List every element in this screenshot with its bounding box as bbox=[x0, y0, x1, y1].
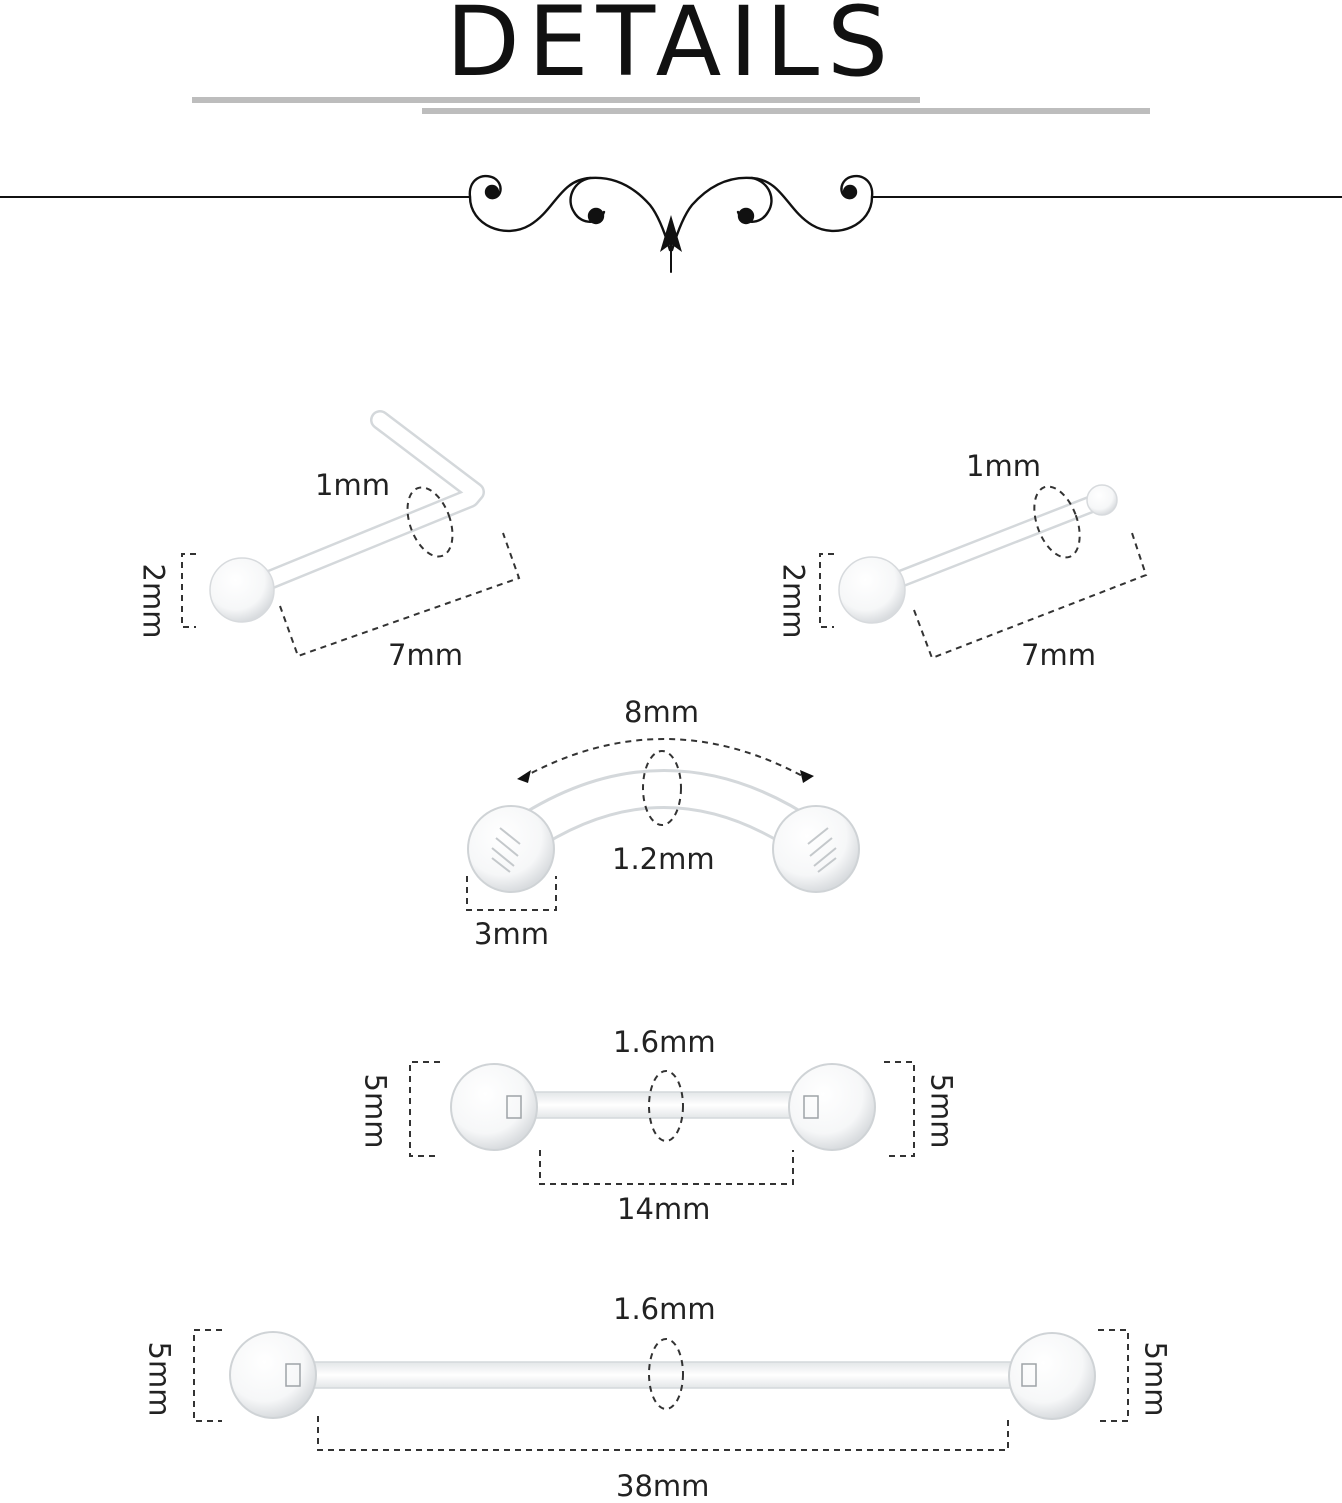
industrial-gauge-label: 1.6mm bbox=[613, 1292, 716, 1326]
bone-nose-stud bbox=[819, 484, 1148, 660]
curved-length-label: 8mm bbox=[624, 695, 699, 729]
page-title: DETAILS bbox=[445, 0, 897, 98]
straight-length-label: 14mm bbox=[617, 1192, 711, 1226]
straight-gauge-label: 1.6mm bbox=[613, 1025, 716, 1059]
industrial-length-label: 38mm bbox=[616, 1469, 710, 1503]
bone-stud-gauge-label: 1mm bbox=[966, 449, 1041, 483]
straight-barbell bbox=[409, 1061, 915, 1185]
curved-ball-label: 3mm bbox=[474, 917, 549, 951]
bone-stud-length-label: 7mm bbox=[1021, 638, 1096, 672]
industrial-barbell bbox=[193, 1329, 1129, 1451]
industrial-ball-left-label: 5mm bbox=[142, 1341, 177, 1417]
l-stud-ball-label: 2mm bbox=[136, 563, 171, 639]
curved-gauge-label: 1.2mm bbox=[612, 842, 715, 876]
straight-ball-right-label: 5mm bbox=[924, 1073, 959, 1149]
l-stud-gauge-label: 1mm bbox=[315, 468, 390, 502]
curved-barbell bbox=[466, 738, 860, 911]
bone-stud-ball-label: 2mm bbox=[776, 563, 811, 639]
title-underline bbox=[192, 97, 1150, 114]
l-stud-length-label: 7mm bbox=[388, 638, 463, 672]
industrial-ball-right-label: 5mm bbox=[1138, 1341, 1173, 1417]
ornament-divider bbox=[0, 174, 1342, 273]
straight-ball-left-label: 5mm bbox=[358, 1073, 393, 1149]
l-shaped-nose-stud bbox=[181, 410, 521, 658]
